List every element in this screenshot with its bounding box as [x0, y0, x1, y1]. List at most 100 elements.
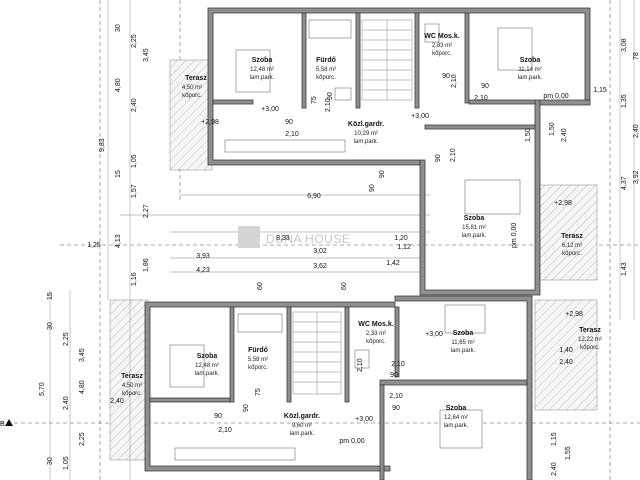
- dimension-label: 75: [255, 388, 262, 396]
- dimension-label: 9,83: [99, 138, 106, 152]
- section-marker: B: [0, 421, 5, 428]
- room-area: 5,58 m²: [248, 357, 268, 363]
- room-floor: lam.park.: [444, 423, 469, 429]
- dimension-label: 1,12: [397, 244, 411, 251]
- room-name: Terasz: [579, 327, 601, 334]
- interior-dimensions: 90 2,10 75 90 2,10 90 2,10 90 2,10 1,50 …: [110, 73, 573, 476]
- dimension-label: 2,10: [357, 358, 364, 372]
- dimension-label: 2,25: [79, 432, 86, 446]
- room-area: 12,48 m²: [250, 67, 274, 73]
- dimension-label: 4,23: [196, 267, 210, 274]
- bed-icon: [169, 344, 205, 388]
- dimension-label: 2,10: [391, 361, 405, 368]
- dimension-label: 2,10: [450, 148, 457, 162]
- room-area: 11,65 m²: [451, 340, 474, 346]
- dimension-label: 3,92: [633, 170, 640, 184]
- dimension-label: 4,80: [115, 78, 122, 92]
- lower-staircase: [292, 311, 342, 395]
- room-floor: kőporc.: [580, 345, 600, 351]
- dimension-label: 1,16: [131, 272, 138, 286]
- room-name: Fürdő: [248, 347, 268, 354]
- dimension-label: 90: [481, 83, 489, 90]
- dimension-label: 1,20: [394, 235, 408, 242]
- bathtub-icon: [308, 19, 352, 39]
- room-area: 4,50 m²: [122, 383, 142, 389]
- room-area: 2,33 m²: [366, 331, 386, 337]
- dimension-label: 15: [115, 170, 122, 178]
- lower-room-labels: Szoba 12,48 m² lam.park. Fürdő 5,58 m² k…: [121, 311, 602, 445]
- dimension-label: 1,55: [565, 446, 572, 460]
- bed-icon: [464, 179, 521, 215]
- level-mark: pm 0,00: [543, 93, 568, 100]
- bathtub-icon: [237, 313, 283, 333]
- room-floor: lam.park.: [354, 139, 379, 145]
- dimension-label: 4,13: [115, 234, 122, 248]
- room-name: Terasz: [121, 373, 143, 380]
- left-dimensions: 30 2,25 3,45 4,80 2,40 9,83 1,05 15 1,57…: [39, 0, 150, 480]
- watermark-text: DUNA HOUSE: [266, 232, 350, 246]
- dimension-label: 60: [257, 282, 264, 290]
- room-name: Közl.gardr.: [284, 413, 320, 420]
- room-name: Szoba: [520, 57, 541, 64]
- room-floor: kőporc.: [432, 51, 452, 57]
- dimension-label: 2,10: [474, 95, 488, 102]
- room-floor: lam.park.: [195, 371, 220, 377]
- dimension-label: 2,10: [389, 393, 403, 400]
- dimension-label: 6,90: [307, 193, 321, 200]
- dimension-label: 15: [47, 292, 54, 300]
- dimension-label: 2,10: [218, 427, 232, 434]
- dimension-label: 2,40: [131, 98, 138, 112]
- room-name: Közl.gardr.: [348, 121, 384, 128]
- level-mark: pm 0,00: [511, 223, 518, 248]
- dimension-label: 30: [47, 457, 54, 465]
- room-name: Fürdő: [316, 57, 336, 64]
- dimension-label: 2,25: [63, 332, 70, 346]
- dimension-label: 3,45: [79, 348, 86, 362]
- level-mark: +3,00: [411, 113, 429, 120]
- dimension-label: 3,62: [313, 263, 327, 270]
- upper-staircase: [361, 19, 413, 101]
- room-name: Szoba: [446, 405, 467, 412]
- dimension-label: 3,08: [621, 38, 628, 52]
- dimension-label: 60: [341, 282, 348, 290]
- dimension-label: 30: [115, 24, 122, 32]
- dimension-label: 2,10: [285, 131, 299, 138]
- dimension-label: 1,50: [525, 128, 532, 142]
- dimension-label: 90: [285, 119, 293, 126]
- dimension-label: 1,43: [621, 262, 628, 276]
- room-floor: kőporc.: [248, 365, 268, 371]
- room-name: WC Mos.k.: [424, 33, 459, 40]
- room-name: Terasz: [561, 233, 583, 240]
- dimension-label: 8,33: [276, 235, 290, 242]
- dimension-label: 2,10: [451, 74, 458, 88]
- dimension-label: 90: [392, 405, 400, 412]
- dimension-label: 2,25: [131, 34, 138, 48]
- upper-unit: [169, 7, 598, 296]
- horizontal-dimensions: 6,90 8,33 3,93 3,02 4,23 3,62 1,42 1,12 …: [87, 193, 411, 274]
- room-floor: kőporc.: [182, 93, 202, 99]
- dimension-label: 90: [214, 413, 222, 420]
- room-area: 15,81 m²: [462, 225, 486, 231]
- dimension-label: 2,40: [63, 396, 70, 410]
- room-name: Szoba: [252, 57, 273, 64]
- dimension-label: 1,42: [386, 260, 400, 267]
- dimension-label: 1,50: [549, 122, 556, 136]
- dimension-label: 90: [390, 372, 398, 379]
- level-mark: +2,98: [565, 311, 583, 318]
- room-name: Terasz: [185, 75, 207, 82]
- dimension-label: 2,40: [559, 359, 573, 366]
- level-mark: +3,00: [261, 106, 279, 113]
- level-mark: +3,00: [425, 331, 443, 338]
- dimension-label: 4,37: [621, 176, 628, 190]
- dimension-label: 2,27: [143, 204, 150, 218]
- room-floor: kőporc.: [122, 391, 142, 397]
- section-arrow-icon: [5, 419, 13, 426]
- dimension-label: 78: [633, 52, 640, 60]
- dimension-label: 1,15: [551, 432, 558, 446]
- dimension-label: 1,35: [621, 94, 628, 108]
- room-name: WC Mos.k.: [358, 321, 393, 328]
- toilet-icon: [354, 349, 370, 369]
- dimension-label: 90: [327, 92, 334, 100]
- dimension-label: 2,10: [325, 98, 332, 112]
